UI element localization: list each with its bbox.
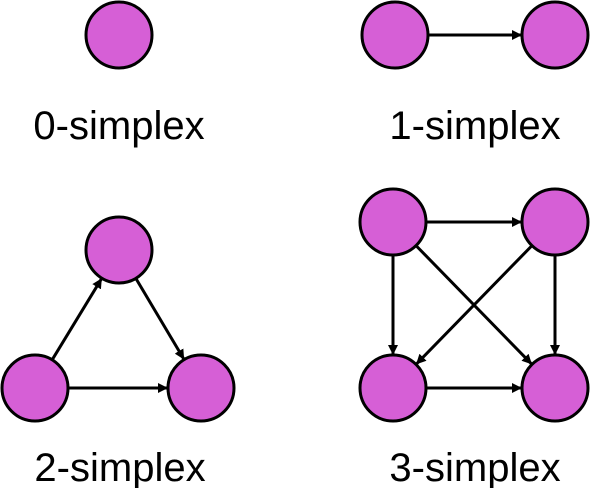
simplex-1: 1-simplex bbox=[360, 0, 590, 148]
vertex-c bbox=[166, 353, 236, 423]
vertex-b bbox=[520, 0, 590, 70]
simplex-3-label: 3-simplex bbox=[389, 446, 560, 488]
simplex-3: 3-simplex bbox=[358, 187, 590, 488]
edge-b-c bbox=[134, 277, 185, 360]
edge-a-b bbox=[50, 278, 103, 361]
simplex-2: 2-simplex bbox=[0, 215, 236, 488]
simplex-1-label: 1-simplex bbox=[389, 104, 560, 148]
vertex-b bbox=[84, 215, 154, 285]
vertex-a bbox=[360, 0, 430, 70]
vertex-a bbox=[84, 0, 154, 70]
simplex-0: 0-simplex bbox=[33, 0, 205, 148]
vertex-a bbox=[0, 353, 70, 423]
simplex-0-label: 0-simplex bbox=[33, 104, 204, 148]
edge-b-c bbox=[415, 244, 534, 365]
vertex-c bbox=[358, 353, 428, 423]
vertex-b bbox=[520, 187, 590, 257]
vertex-a bbox=[358, 187, 428, 257]
simplex-2-label: 2-simplex bbox=[34, 446, 205, 488]
vertex-d bbox=[520, 353, 590, 423]
